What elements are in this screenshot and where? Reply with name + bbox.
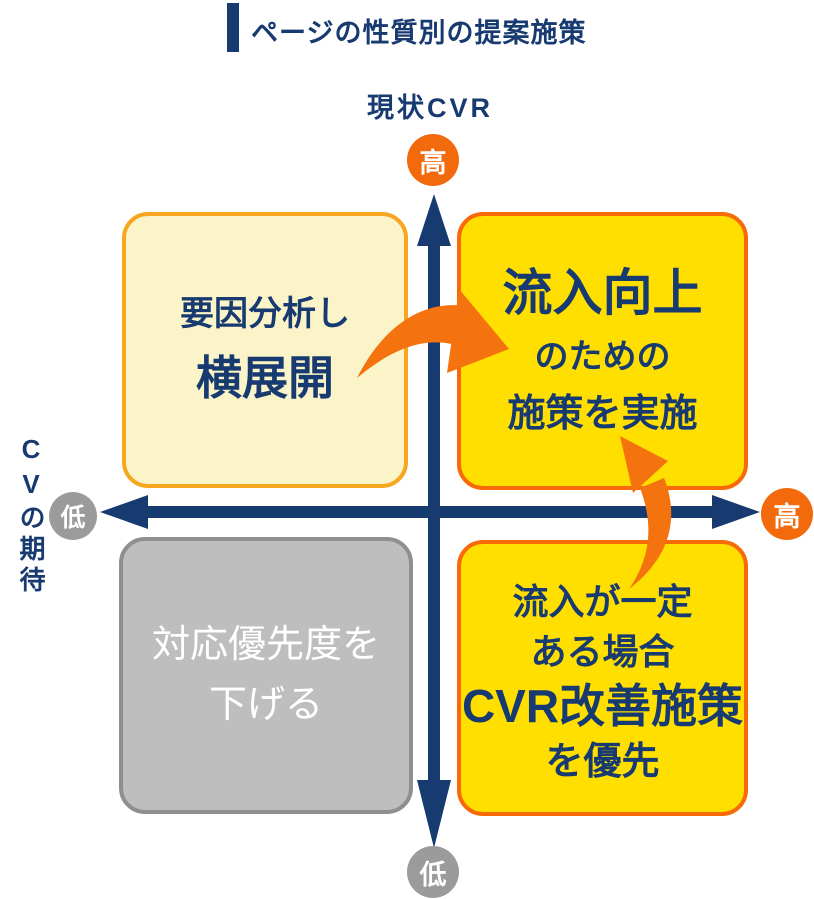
title-accent-bar bbox=[227, 3, 239, 52]
quadrant-line: 対応優先度を bbox=[151, 623, 380, 666]
quadrant-top-left: 要因分析し 横展開 bbox=[122, 212, 408, 488]
quadrant-bottom-left: 対応優先度を 下げる bbox=[119, 537, 413, 814]
horizontal-axis-arrow bbox=[100, 495, 760, 529]
quadrant-line: を優先 bbox=[545, 740, 660, 783]
horizontal-axis-label: CVの期待 bbox=[16, 434, 46, 597]
quadrant-line: ある場合 bbox=[530, 630, 675, 672]
marker-high-top: 高 bbox=[407, 134, 459, 186]
quadrant-line: 施策を実施 bbox=[507, 393, 698, 436]
marker-high-right: 高 bbox=[761, 488, 813, 540]
vertical-axis-arrow bbox=[417, 194, 451, 848]
quadrant-line: 流入が一定 bbox=[512, 581, 693, 623]
vertical-axis-label: 現状CVR bbox=[366, 93, 494, 123]
quadrant-line: 流入向上 bbox=[502, 264, 703, 321]
quadrant-bottom-right: 流入が一定 ある場合 CVR改善施策 を優先 bbox=[457, 540, 748, 816]
quadrant-line: のための bbox=[534, 338, 671, 377]
quadrant-line: 要因分析し bbox=[180, 295, 350, 333]
page-title: ページの性質別の提案施策 bbox=[251, 18, 587, 48]
quadrant-line: 横展開 bbox=[196, 352, 334, 405]
quadrant-line: CVR改善施策 bbox=[461, 680, 744, 733]
marker-low-bottom: 低 bbox=[407, 846, 459, 898]
quadrant-line: 下げる bbox=[208, 683, 323, 726]
quadrant-top-right: 流入向上 のための 施策を実施 bbox=[457, 212, 748, 490]
marker-low-left: 低 bbox=[49, 492, 97, 540]
